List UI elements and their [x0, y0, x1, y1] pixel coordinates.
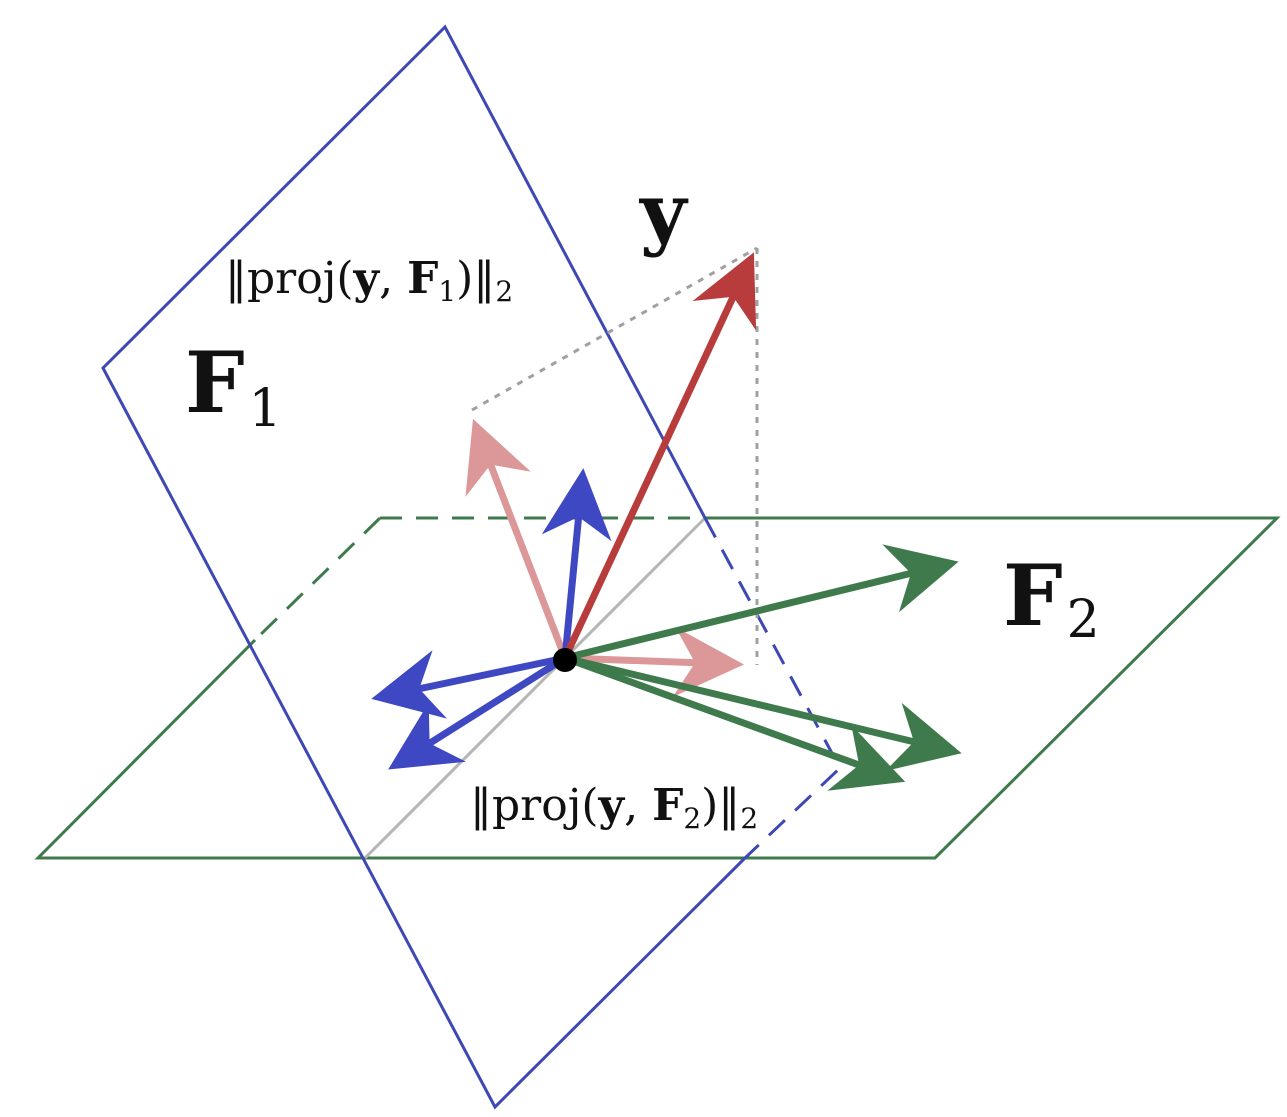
vector-proj-f1	[465, 418, 569, 660]
plane-f1-hidden-edge	[703, 517, 842, 860]
label-y: y	[638, 165, 689, 259]
vector-f1-basis-left	[371, 650, 566, 719]
vector-f2-basis-lower-2	[563, 654, 906, 791]
plane-intersection-line	[363, 516, 707, 860]
plane-f2-visible-edges	[34, 516, 1281, 860]
origin-point	[553, 648, 577, 672]
plane-f1-visible-edges	[101, 24, 747, 1110]
plane-f1	[101, 24, 842, 1110]
vector-proj-f2	[564, 626, 744, 697]
label-f2-sub: 2	[1067, 590, 1100, 650]
vector-f1-basis-down	[388, 655, 567, 770]
label-f2-main: F	[1003, 546, 1063, 645]
plane-f2-hidden-edge-left	[253, 516, 382, 642]
label-f1-main: F	[185, 333, 245, 432]
label-proj-f1: ‖proj(y, F1)‖2	[225, 253, 513, 308]
projection-guides	[471, 246, 759, 665]
label-proj-f2: ‖proj(y, F2)‖2	[470, 780, 758, 835]
label-f1-sub: 1	[249, 379, 282, 439]
vectors	[371, 252, 962, 791]
vector-f2-basis-right	[564, 544, 959, 662]
label-f1: F1	[185, 333, 282, 439]
vector-f2-basis-lower-1	[564, 654, 962, 771]
vector-y	[561, 252, 757, 660]
vector-f1-basis-up	[541, 468, 612, 659]
label-f2: F2	[1003, 546, 1100, 650]
guide-proj1	[471, 246, 758, 412]
